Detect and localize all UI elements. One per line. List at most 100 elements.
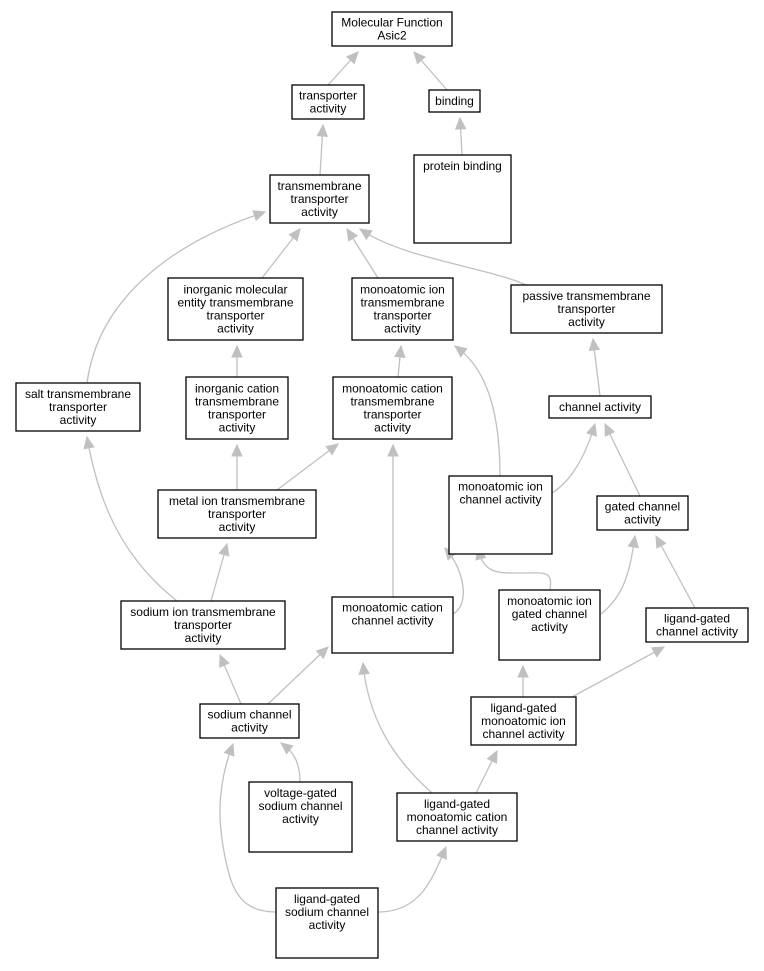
term-node-protein-binding[interactable]: HumanASIC2MouseAsic2RatAsic2protein bind… xyxy=(413,154,512,244)
term-label-line: activity xyxy=(219,421,256,435)
term-node-binding[interactable]: binding xyxy=(428,89,481,113)
term-label-line: channel activity xyxy=(459,493,541,507)
term-label-line: activity xyxy=(217,322,254,336)
term-label-line: passive transmembrane xyxy=(522,289,650,303)
term-box xyxy=(199,703,300,739)
term-box xyxy=(248,781,353,853)
term-label-line: channel activity xyxy=(559,400,641,414)
term-label-line: transporter xyxy=(373,309,431,323)
term-label-line: activity xyxy=(60,413,97,427)
term-label-line: entity transmembrane xyxy=(177,296,293,310)
term-node-sodium-ion-tt[interactable]: sodium ion transmembranetransporteractiv… xyxy=(120,600,286,650)
term-node-monoatomic-cation-tt[interactable]: monoatomic cationtransmembranetransporte… xyxy=(332,376,453,440)
arrowhead xyxy=(231,443,243,457)
term-label-line: monoatomic ion xyxy=(507,594,592,608)
term-label-line: monoatomic ion xyxy=(481,714,566,728)
term-label-line: monoatomic cation xyxy=(407,810,508,824)
term-box xyxy=(120,600,286,650)
arrowhead xyxy=(231,344,243,358)
arrowhead xyxy=(394,344,406,359)
term-box xyxy=(596,495,689,531)
edge-ligand_gated_monoatomic_ion_channel-to-monoatomic_ion_gated_channel xyxy=(517,664,529,697)
edge-inorganic_molecular_entity_tt-to-transmembrane_transporter_activity xyxy=(261,228,301,279)
edge-monoatomic_ion_channel-to-channel_activity xyxy=(551,422,598,494)
term-label-line: transmembrane xyxy=(195,395,279,409)
term-node-channel-activity[interactable]: channel activity xyxy=(548,395,652,419)
edge-transporter_activity-to-molecular_function xyxy=(327,51,359,86)
term-node-metal-ion-tt[interactable]: metal ion transmembranetransporteractivi… xyxy=(157,489,317,539)
term-box xyxy=(332,376,453,440)
arrowhead xyxy=(651,646,666,658)
term-label-line: monoatomic cation xyxy=(342,382,443,396)
arrowhead xyxy=(588,337,601,352)
arrowhead xyxy=(325,443,339,456)
term-label-line: channel activity xyxy=(416,823,498,837)
term-label-line: activity xyxy=(282,812,319,826)
term-label-line: monoatomic ion xyxy=(458,480,543,494)
arrowhead xyxy=(358,228,373,241)
arrowhead xyxy=(218,542,230,557)
edge-ligand_gated_sodium_channel-to-sodium_channel xyxy=(219,742,277,913)
term-box xyxy=(448,475,553,555)
term-label-line: salt transmembrane xyxy=(25,387,131,401)
edge-transmembrane_transporter_activity-to-transporter_activity xyxy=(316,123,329,176)
arrowhead xyxy=(219,653,230,668)
term-label-line: transmembrane xyxy=(360,296,444,310)
term-node-monoatomic-ion-channel[interactable]: MouseAsic2RatAsic2monoatomic ionchannel … xyxy=(448,475,553,555)
term-label-line: channel activity xyxy=(351,614,433,628)
term-label-line: protein binding xyxy=(423,159,502,173)
term-label-line: activity xyxy=(219,520,256,534)
arrowhead xyxy=(316,123,329,137)
term-label-line: transporter xyxy=(363,408,421,422)
term-label-line: activity xyxy=(301,205,338,219)
term-node-inorganic-cation-tt[interactable]: inorganic cationtransmembranetransporter… xyxy=(185,376,289,440)
term-label-line: gated channel xyxy=(512,607,587,621)
term-node-monoatomic-ion-tt[interactable]: monoatomic iontransmembranetransporterac… xyxy=(351,277,454,341)
arrowhead xyxy=(413,51,426,65)
edge-voltage_gated_sodium_channel-to-sodium_channel xyxy=(280,742,301,783)
term-label-line: monoatomic ion xyxy=(360,283,445,297)
term-box xyxy=(548,395,652,419)
term-box xyxy=(331,596,454,654)
term-label-line: transporter xyxy=(208,507,266,521)
edge-sodium_ion_tt-to-metal_ion_tt xyxy=(210,542,230,602)
term-label-line: activity xyxy=(568,315,605,329)
arrowhead xyxy=(486,749,498,764)
node-layer: Molecular FunctionAsic2transporteractivi… xyxy=(15,11,749,959)
term-label-line: binding xyxy=(435,94,474,108)
term-label-line: sodium ion transmembrane xyxy=(130,605,276,619)
edge-monoatomic_cation_channel-to-monoatomic_cation_tt xyxy=(387,443,399,597)
term-label-line: inorganic cation xyxy=(195,382,279,396)
edge-ligand_gated_monoatomic_cation_channel-to-monoatomic_cation_channel xyxy=(358,661,433,794)
term-label-line: ligand-gated xyxy=(664,612,730,626)
arrowhead xyxy=(346,227,359,242)
edge-ligand_gated_monoatomic_cation_channel-to-ligand_gated_monoatomic_ion_channel xyxy=(475,749,498,794)
arrowhead xyxy=(83,435,95,450)
edge-monoatomic_ion_channel-to-monoatomic_ion_tt xyxy=(454,345,501,477)
term-label-line: activity xyxy=(624,513,661,527)
term-label-line: ligand-gated xyxy=(490,701,556,715)
term-label-line: transporter xyxy=(299,89,357,103)
term-label-line: sodium channel xyxy=(207,708,291,722)
term-label-line: ligand-gated xyxy=(424,797,490,811)
term-box xyxy=(331,11,453,47)
term-box xyxy=(498,589,601,661)
edge-salt_tt-to-transmembrane_transporter_activity xyxy=(86,210,267,384)
arrowhead xyxy=(345,51,359,65)
